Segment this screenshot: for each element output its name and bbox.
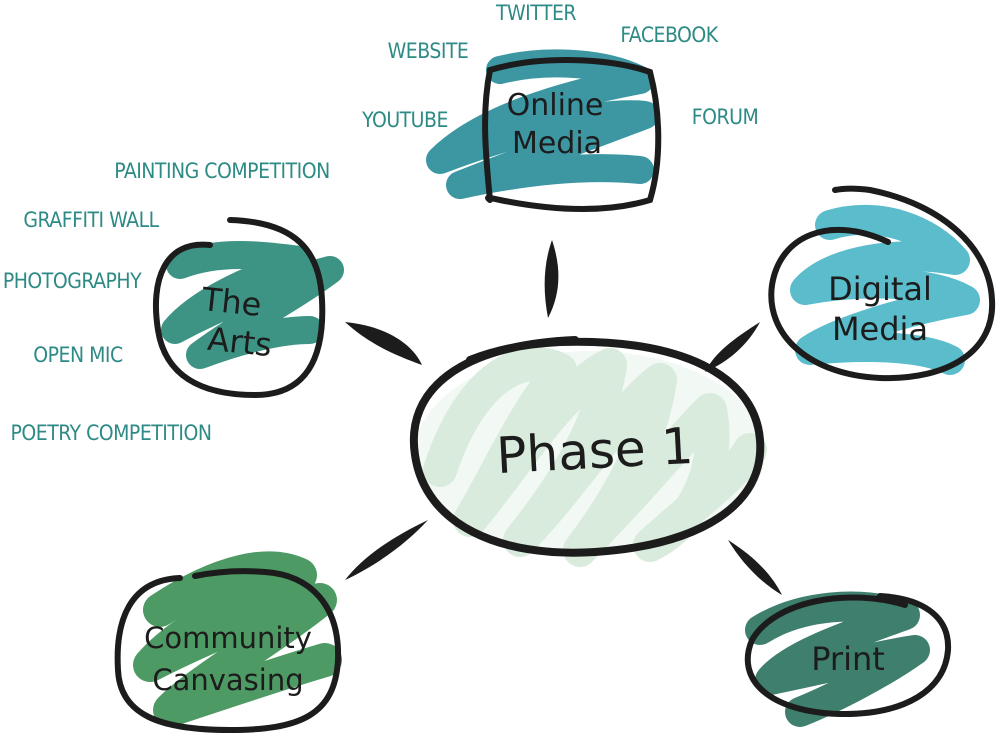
- online-media-scribble: [426, 49, 659, 199]
- print-label: Print: [811, 640, 885, 678]
- connector-community: [345, 520, 428, 580]
- tag-youtube: YOUTUBE: [361, 108, 448, 132]
- tag-poetry-competition: POETRY COMPETITION: [11, 421, 212, 445]
- print-node: Print: [744, 591, 952, 727]
- phase-1-node: Phase 1: [409, 336, 767, 567]
- community-canvasing-scribble: [133, 551, 342, 727]
- the-arts-outline: [152, 217, 326, 399]
- online-media-label-2: Media: [512, 126, 602, 161]
- tag-photography: PHOTOGRAPHY: [3, 269, 142, 293]
- phase-1-label: Phase 1: [495, 417, 695, 485]
- digital-media-node: Digital Media: [768, 185, 996, 382]
- digital-media-scribble: [790, 204, 980, 375]
- digital-media-outline: [768, 185, 996, 382]
- tag-open-mic: OPEN MIC: [33, 343, 123, 367]
- phase-1-scribble: [423, 347, 767, 567]
- community-canvasing-label-2: Canvasing: [152, 663, 303, 697]
- the-arts-node: The Arts: [152, 217, 344, 399]
- connector-print: [728, 540, 782, 595]
- digital-media-label-1: Digital: [828, 270, 932, 308]
- tag-graffiti-wall: GRAFFITI WALL: [23, 208, 159, 232]
- online-media-node: Online Media: [426, 49, 662, 212]
- tag-painting-competition: PAINTING COMPETITION: [114, 159, 329, 183]
- community-canvasing-label-1: Community: [144, 621, 312, 655]
- print-outline: [744, 593, 952, 718]
- online-media-outline: [482, 57, 662, 212]
- digital-media-label-2: Media: [832, 310, 928, 348]
- tag-forum: FORUM: [692, 105, 759, 129]
- connector-arts: [345, 322, 422, 365]
- the-arts-tags: PAINTING COMPETITION GRAFFITI WALL PHOTO…: [3, 159, 330, 445]
- the-arts-label-1: The: [199, 280, 263, 324]
- online-media-label-1: Online: [507, 88, 604, 123]
- tag-twitter: TWITTER: [495, 1, 576, 25]
- print-scribble: [745, 591, 930, 727]
- connector-online: [544, 240, 559, 318]
- the-arts-label-2: Arts: [206, 320, 274, 365]
- connectors: [345, 240, 782, 595]
- the-arts-scribble: [161, 241, 344, 369]
- phase-1-outline: [409, 336, 765, 557]
- community-canvasing-outline: [114, 568, 342, 734]
- tag-website: WEBSITE: [388, 39, 469, 63]
- online-media-tags: TWITTER WEBSITE FACEBOOK YOUTUBE FORUM: [361, 1, 759, 132]
- tag-facebook: FACEBOOK: [620, 23, 718, 47]
- community-canvasing-node: Community Canvasing: [114, 551, 342, 734]
- connector-digital: [705, 322, 760, 372]
